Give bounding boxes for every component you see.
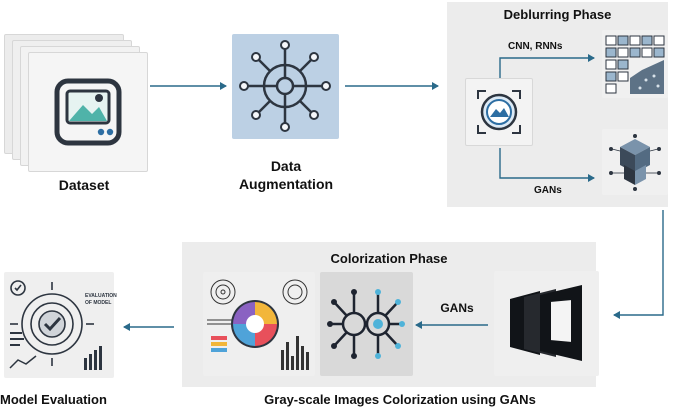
gan-deblur-node [602, 129, 668, 195]
colorization-art-node [203, 272, 315, 376]
arrow-to-cnn-rnn [499, 54, 595, 78]
matrix-grid-icon [605, 35, 665, 94]
blurred-image-icon [477, 90, 521, 134]
evaluation-inner-text-line2: OF MODEL [85, 300, 112, 306]
colorization-phase-title: Colorization Phase [330, 251, 448, 266]
augmentation-label-line1: Data [270, 158, 302, 174]
dataset-node [4, 34, 152, 174]
cube-network-icon [609, 134, 661, 191]
neural-net-node [320, 272, 413, 376]
network-gear-icon [239, 40, 331, 132]
dataset-card-front [28, 52, 148, 172]
arrow-deblur-to-colorization [613, 210, 664, 319]
cnn-rnn-node [602, 30, 668, 98]
dataset-label: Dataset [58, 177, 110, 193]
color-wheel-chart-icon [207, 279, 309, 370]
neural-network-icon [327, 289, 405, 359]
deblur-input-node [465, 78, 533, 146]
deblurring-phase-title: Deblurring Phase [503, 7, 612, 22]
augmentation-node [232, 34, 339, 139]
evaluation-node [4, 272, 114, 378]
colorization-gans-label: GANs [440, 301, 474, 315]
stacked-frames-node [494, 271, 599, 376]
evaluation-inner-text-line1: EVALUATION [85, 293, 117, 299]
evaluation-label: Model Evaluation [0, 392, 107, 407]
evaluation-dashboard-icon [9, 280, 102, 370]
augmentation-label-line2: Augmentation [238, 176, 334, 192]
cnn-rnn-label: CNN, RNNs [508, 41, 563, 52]
stacked-frames-icon [510, 285, 582, 361]
colorization-caption: Gray-scale Images Colorization using GAN… [264, 392, 536, 407]
gans-deblur-label: GANs [534, 185, 562, 196]
image-stack-icon [54, 78, 122, 146]
arrow-to-gan-deblur [499, 148, 595, 182]
